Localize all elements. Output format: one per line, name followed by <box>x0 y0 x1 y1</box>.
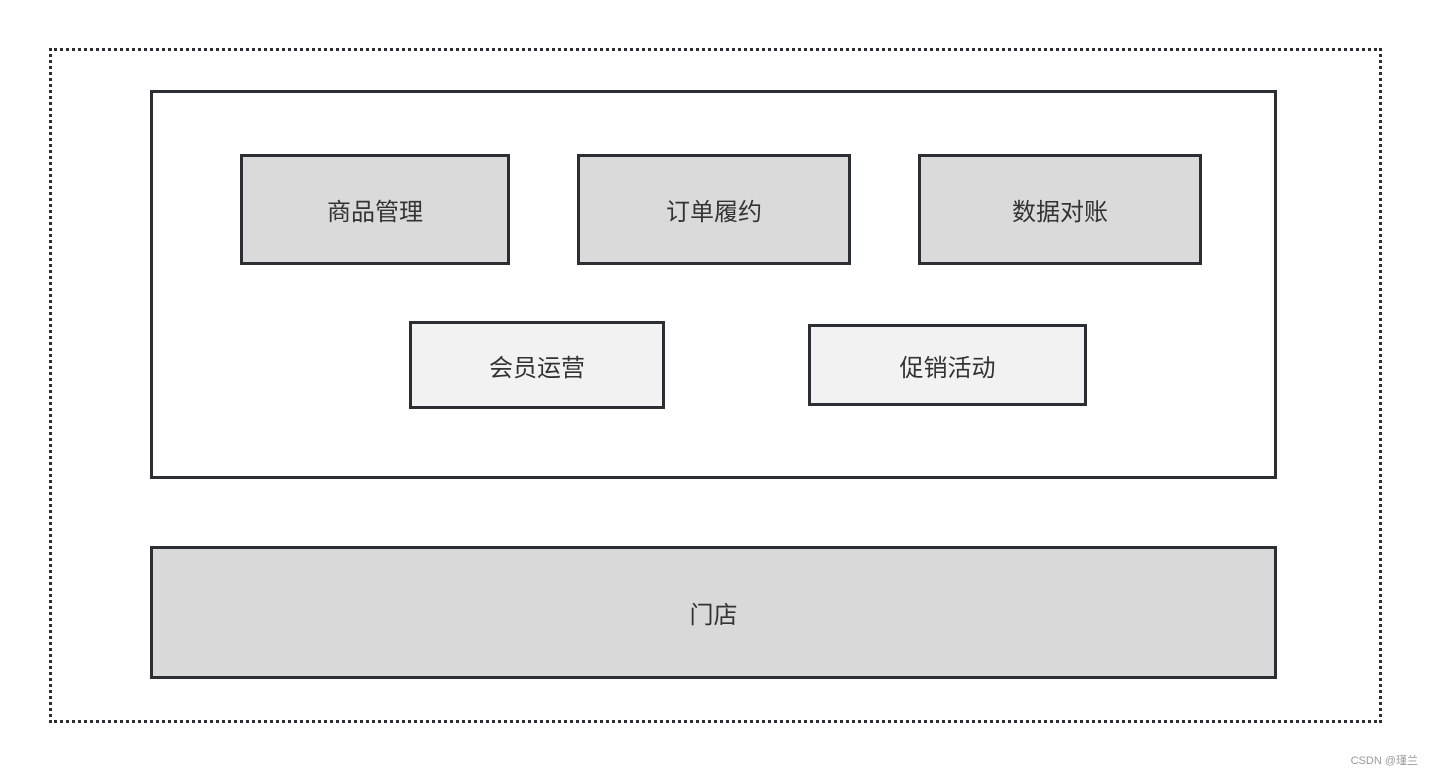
store-label: 门店 <box>689 601 738 629</box>
store-base-layer: 门店 <box>150 546 1277 679</box>
module-product-management: 商品管理 <box>240 154 510 265</box>
watermark: CSDN @瑾兰 <box>1350 755 1418 767</box>
module-label: 订单履约 <box>666 198 762 226</box>
module-data-reconciliation: 数据对账 <box>918 154 1202 265</box>
module-label: 促销活动 <box>899 353 996 382</box>
module-order-fulfillment: 订单履约 <box>577 154 851 265</box>
module-member-operations: 会员运营 <box>409 321 665 409</box>
module-label: 数据对账 <box>1012 198 1108 226</box>
module-promotions: 促销活动 <box>808 324 1087 406</box>
module-label: 会员运营 <box>489 353 585 382</box>
module-label: 商品管理 <box>327 198 423 226</box>
outer-dashed-boundary <box>49 48 1382 723</box>
modules-container <box>150 90 1277 479</box>
